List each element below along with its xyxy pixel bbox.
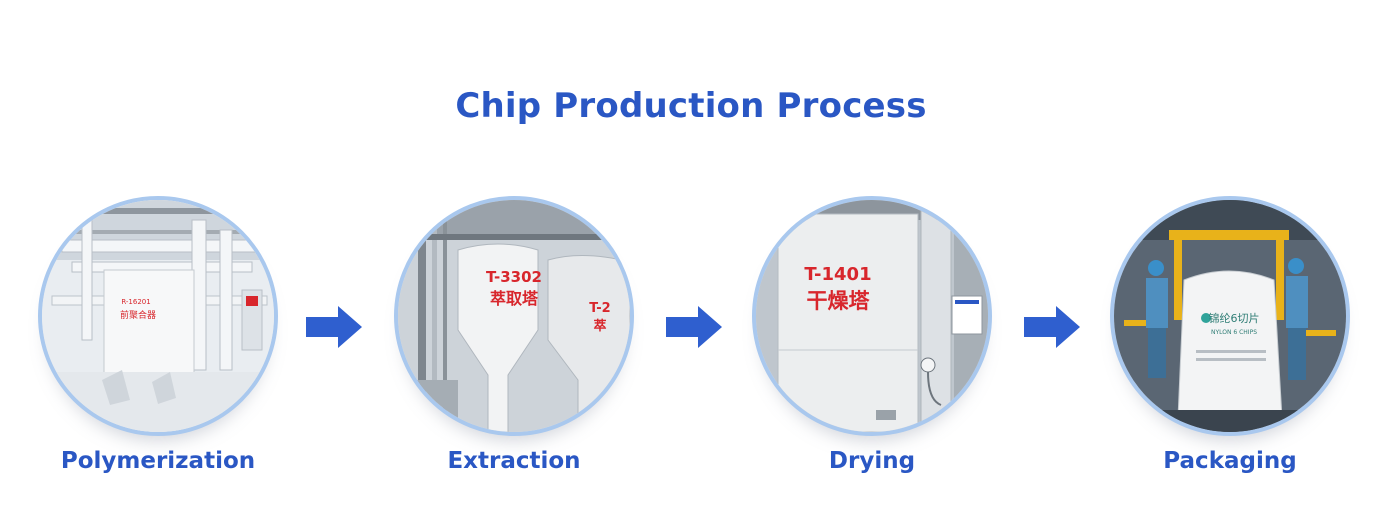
step-polymerization: R-16201 前聚合器 Polymerization [38,196,278,486]
step-label-polymerization: Polymerization [60,448,256,474]
arrow-right-icon [666,306,722,348]
extraction-sign-name-2: 萃 [593,318,606,334]
extraction-sign-name: 萃取塔 [490,289,539,308]
step-extraction: T-3302 萃取塔 T-2 萃 Extraction [394,196,634,486]
step-label-packaging: Packaging [1163,448,1297,474]
drying-sign-name: 干燥塔 [807,289,871,313]
page-title: Chip Production Process [455,86,927,126]
step-packaging: 锦纶6切片 NYLON 6 CHIPS Packaging [1110,196,1350,486]
drying-photo: T-1401 干燥塔 [752,196,992,436]
packaging-bag-sublabel: NYLON 6 CHIPS [1211,329,1257,336]
step-label-extraction: Extraction [447,448,581,474]
polymerization-photo: R-16201 前聚合器 [38,196,278,436]
arrow-right-icon [306,306,362,348]
packaging-bag-label: 锦纶6切片 [1209,311,1260,325]
step-label-drying: Drying [828,448,916,474]
polymerization-sign-code: R-16201 [121,298,150,306]
extraction-photo: T-3302 萃取塔 T-2 萃 [394,196,634,436]
drying-sign-code: T-1401 [804,264,871,285]
step-drying: T-1401 干燥塔 Drying [752,196,992,486]
polymerization-sign-name: 前聚合器 [120,309,156,321]
extraction-sign-code-2: T-2 [589,301,610,316]
packaging-photo: 锦纶6切片 NYLON 6 CHIPS [1110,196,1350,436]
extraction-sign-code: T-3302 [486,268,542,286]
arrow-right-icon [1024,306,1080,348]
